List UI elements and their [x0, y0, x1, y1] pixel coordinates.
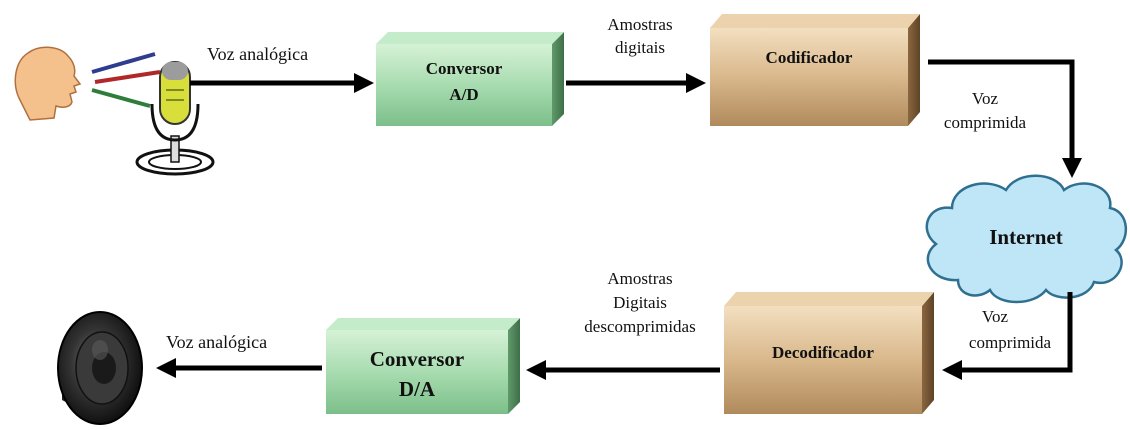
edge-label-compressed-out-2: comprimida: [944, 113, 1027, 132]
encoder-block: Codificador: [710, 14, 920, 126]
edge-label-analog-voice-in: Voz analógica: [207, 44, 308, 64]
arrow-analog-out: [156, 358, 322, 378]
edge-label-decompressed-2: Digitais: [613, 293, 667, 312]
edge-label-decompressed-3: descomprimidas: [584, 317, 695, 336]
decoder-block: Decodificador: [724, 292, 934, 414]
edge-label-analog-voice-out: Voz analógica: [166, 332, 267, 352]
internet-cloud: Internet: [925, 174, 1128, 304]
arrow-decompressed-samples: [526, 360, 720, 380]
arrow-compressed-voice-in: [942, 292, 1073, 380]
loudspeaker-icon: [57, 311, 143, 425]
edge-label-digital-samples-1: Amostras: [607, 15, 672, 34]
edge-label-compressed-out-1: Voz: [972, 89, 999, 108]
talking-head-icon: [14, 46, 82, 121]
da-converter-block: Conversor D/A: [326, 318, 520, 414]
ad-converter-block: Conversor A/D: [376, 32, 564, 126]
arrow-digital-samples: [566, 73, 706, 93]
internet-label: Internet: [989, 225, 1062, 249]
edge-label-compressed-in-2: comprimida: [969, 333, 1052, 352]
da-converter-label-1: Conversor: [370, 347, 464, 371]
microphone-icon: [135, 61, 215, 176]
edge-label-compressed-in-1: Voz: [982, 307, 1009, 326]
edge-label-decompressed-1: Amostras: [607, 269, 672, 288]
ad-converter-label-1: Conversor: [426, 59, 503, 78]
da-converter-label-2: D/A: [399, 377, 436, 401]
edge-label-digital-samples-2: digitais: [615, 38, 665, 57]
arrow-compressed-voice-out: [928, 59, 1082, 178]
decoder-label: Decodificador: [772, 343, 874, 362]
encoder-label: Codificador: [766, 48, 853, 67]
sound-waves-icon: [91, 52, 161, 108]
arrow-analog-in: [190, 73, 374, 93]
ad-converter-label-2: A/D: [449, 85, 478, 104]
